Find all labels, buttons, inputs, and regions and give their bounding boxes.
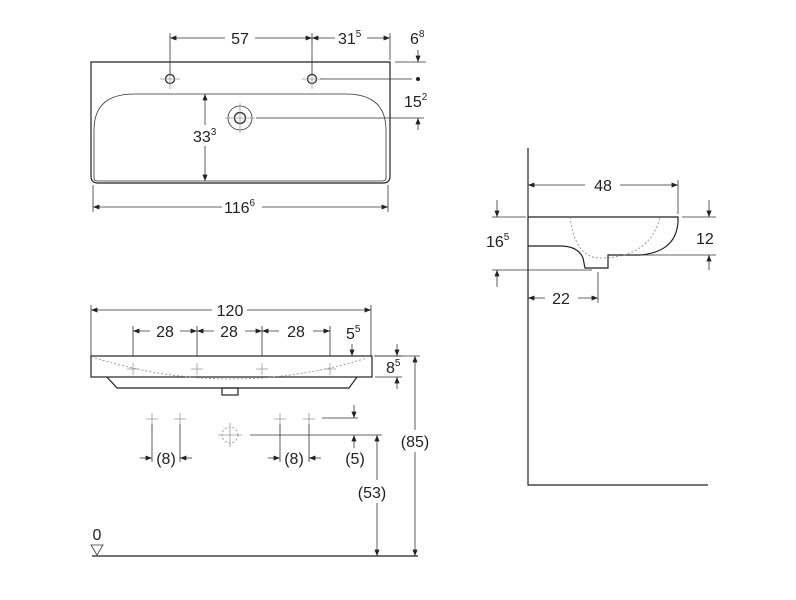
basin-outline xyxy=(90,61,391,184)
dim-8-left: (8) xyxy=(156,451,176,468)
dim-22: 22 xyxy=(552,291,570,308)
top-view: 57 315 68 152 333 1166 xyxy=(90,29,428,217)
dim-15-2: 152 xyxy=(404,92,428,111)
dim-5-5: 55 xyxy=(346,324,361,343)
dim-57: 57 xyxy=(231,31,249,48)
dim-28-2: 28 xyxy=(220,324,238,341)
front-view: 120 28 28 28 55 85 (85) (8) (8) xyxy=(90,303,429,557)
dim-116-6: 1166 xyxy=(224,198,256,217)
dim-31-5: 315 xyxy=(338,29,362,48)
dim-48: 48 xyxy=(594,178,612,195)
dim-28-1: 28 xyxy=(156,324,174,341)
dim-33-3: 333 xyxy=(193,127,217,146)
floor-level-label: 0 xyxy=(93,527,102,544)
dim-8-5: 85 xyxy=(386,358,401,377)
wall xyxy=(527,148,708,486)
dim-53: (53) xyxy=(358,485,386,502)
drain-hole xyxy=(225,103,255,133)
dim-8-right: (8) xyxy=(284,451,304,468)
waste-outlet-marker xyxy=(218,423,242,447)
dim-28-3: 28 xyxy=(287,324,305,341)
bowl-outline xyxy=(93,93,387,182)
level-triangle-icon xyxy=(90,544,104,556)
dim-5-paren: (5) xyxy=(345,451,365,468)
dim-12: 12 xyxy=(696,231,714,248)
drain-outlet xyxy=(221,387,239,396)
dim-120: 120 xyxy=(217,303,244,320)
side-view: 48 165 12 22 xyxy=(486,148,716,486)
basin-front xyxy=(90,355,373,378)
dim-85: (85) xyxy=(401,434,429,451)
basin-side xyxy=(528,216,679,269)
dim-6-8: 68 xyxy=(410,29,425,48)
dim-16-5: 165 xyxy=(486,232,510,251)
